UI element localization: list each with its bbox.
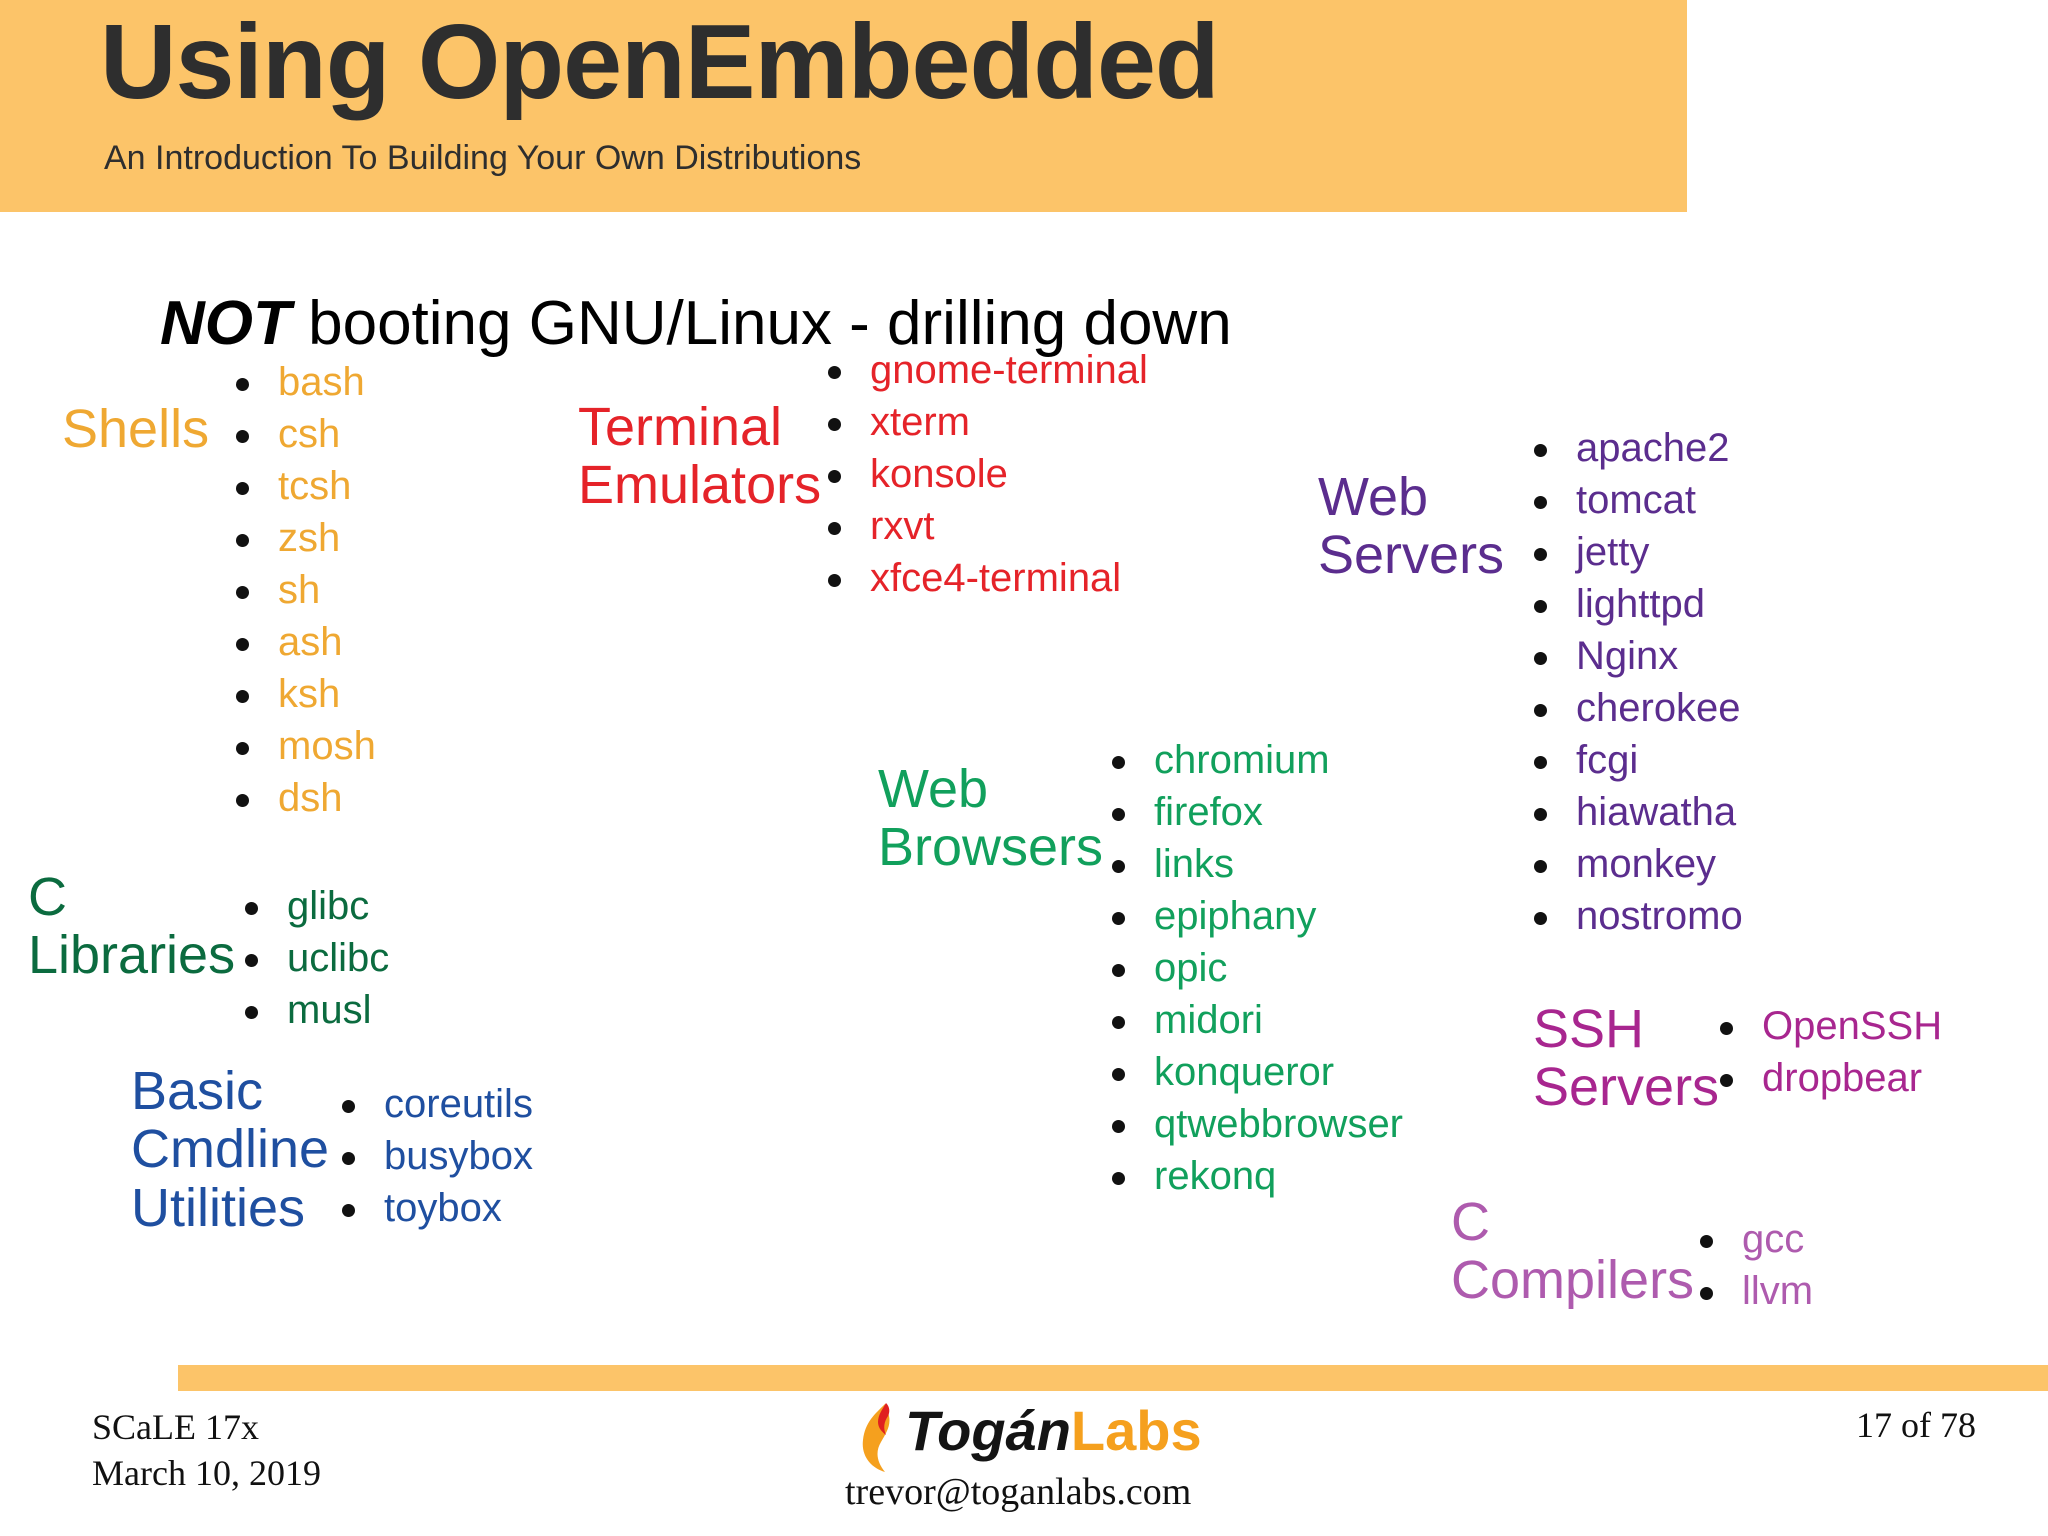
headline-emphasis: NOT — [160, 289, 291, 358]
list-item: Nginx — [1522, 630, 1743, 682]
list-item: cherokee — [1522, 682, 1743, 734]
list-item: rxvt — [816, 500, 1148, 552]
list-item: busybox — [330, 1130, 533, 1182]
list-item: dsh — [224, 772, 376, 824]
list-item: epiphany — [1100, 890, 1403, 942]
headline-rest: booting GNU/Linux - drilling down — [290, 289, 1232, 358]
list-item: midori — [1100, 994, 1403, 1046]
list-item: glibc — [233, 880, 389, 932]
group-label-basic-cmdline-utilities: Basic Cmdline Utilities — [131, 1061, 330, 1238]
list-item: dropbear — [1708, 1052, 1942, 1104]
logo-name-primary: Togán — [905, 1399, 1071, 1462]
flame-icon — [862, 1403, 890, 1472]
list-item: gnome-terminal — [816, 344, 1148, 396]
list-item: hiawatha — [1522, 786, 1743, 838]
group-list-basic-cmdline-utilities: coreutils busybox toybox — [330, 1078, 533, 1234]
page-subtitle: An Introduction To Building Your Own Dis… — [104, 139, 862, 177]
list-item: konsole — [816, 448, 1148, 500]
list-item: OpenSSH — [1708, 1000, 1942, 1052]
group-label-c-compilers: C Compilers — [1451, 1192, 1695, 1311]
list-item: links — [1100, 838, 1403, 890]
group-list-ssh-servers: OpenSSH dropbear — [1708, 1000, 1942, 1104]
logo: TogánLabs trevor@toganlabs.com — [845, 1398, 1255, 1528]
header-band — [0, 0, 1687, 212]
list-item: firefox — [1100, 786, 1403, 838]
list-item: zsh — [224, 512, 376, 564]
group-label-terminal-emulators: Terminal Emulators — [578, 397, 822, 516]
list-item: csh — [224, 408, 376, 460]
footer-band — [178, 1365, 2048, 1391]
list-item: xfce4-terminal — [816, 552, 1148, 604]
footer-event-info: SCaLE 17x March 10, 2019 — [92, 1407, 321, 1494]
group-list-shells: bash csh tcsh zsh sh ash ksh mosh dsh — [224, 356, 376, 824]
list-item: jetty — [1522, 526, 1743, 578]
group-list-terminal-emulators: gnome-terminal xterm konsole rxvt xfce4-… — [816, 344, 1148, 604]
list-item: tcsh — [224, 460, 376, 512]
list-item: nostromo — [1522, 890, 1743, 942]
list-item: rekonq — [1100, 1150, 1403, 1202]
list-item: musl — [233, 984, 389, 1036]
list-item: llvm — [1688, 1265, 1813, 1317]
group-list-c-compilers: gcc llvm — [1688, 1213, 1813, 1317]
list-item: toybox — [330, 1182, 533, 1234]
list-item: tomcat — [1522, 474, 1743, 526]
page-number: 17 of 78 — [1856, 1405, 1976, 1445]
list-item: chromium — [1100, 734, 1403, 786]
section-headline: NOT booting GNU/Linux - drilling down — [160, 288, 1232, 359]
list-item: fcgi — [1522, 734, 1743, 786]
list-item: ash — [224, 616, 376, 668]
logo-wordmark: TogánLabs — [905, 1398, 1202, 1464]
list-item: gcc — [1688, 1213, 1813, 1265]
group-label-ssh-servers: SSH Servers — [1533, 999, 1720, 1118]
logo-name-accent: Labs — [1070, 1399, 1202, 1462]
list-item: mosh — [224, 720, 376, 772]
list-item: uclibc — [233, 932, 389, 984]
list-item: bash — [224, 356, 376, 408]
group-label-c-libraries: C Libraries — [28, 867, 236, 986]
group-label-web-servers: Web Servers — [1318, 467, 1505, 586]
list-item: opic — [1100, 942, 1403, 994]
list-item: monkey — [1522, 838, 1743, 890]
list-item: qtwebbrowser — [1100, 1098, 1403, 1150]
list-item: lighttpd — [1522, 578, 1743, 630]
list-item: ksh — [224, 668, 376, 720]
group-label-shells: Shells — [62, 399, 210, 459]
list-item: sh — [224, 564, 376, 616]
contact-email: trevor@toganlabs.com — [845, 1471, 1192, 1513]
list-item: xterm — [816, 396, 1148, 448]
group-label-web-browsers: Web Browsers — [878, 759, 1104, 878]
list-item: konqueror — [1100, 1046, 1403, 1098]
group-list-c-libraries: glibc uclibc musl — [233, 880, 389, 1036]
group-list-web-browsers: chromium firefox links epiphany opic mid… — [1100, 734, 1403, 1202]
list-item: coreutils — [330, 1078, 533, 1130]
page-title: Using OpenEmbedded — [100, 3, 1220, 121]
group-list-web-servers: apache2 tomcat jetty lighttpd Nginx cher… — [1522, 422, 1743, 942]
list-item: apache2 — [1522, 422, 1743, 474]
